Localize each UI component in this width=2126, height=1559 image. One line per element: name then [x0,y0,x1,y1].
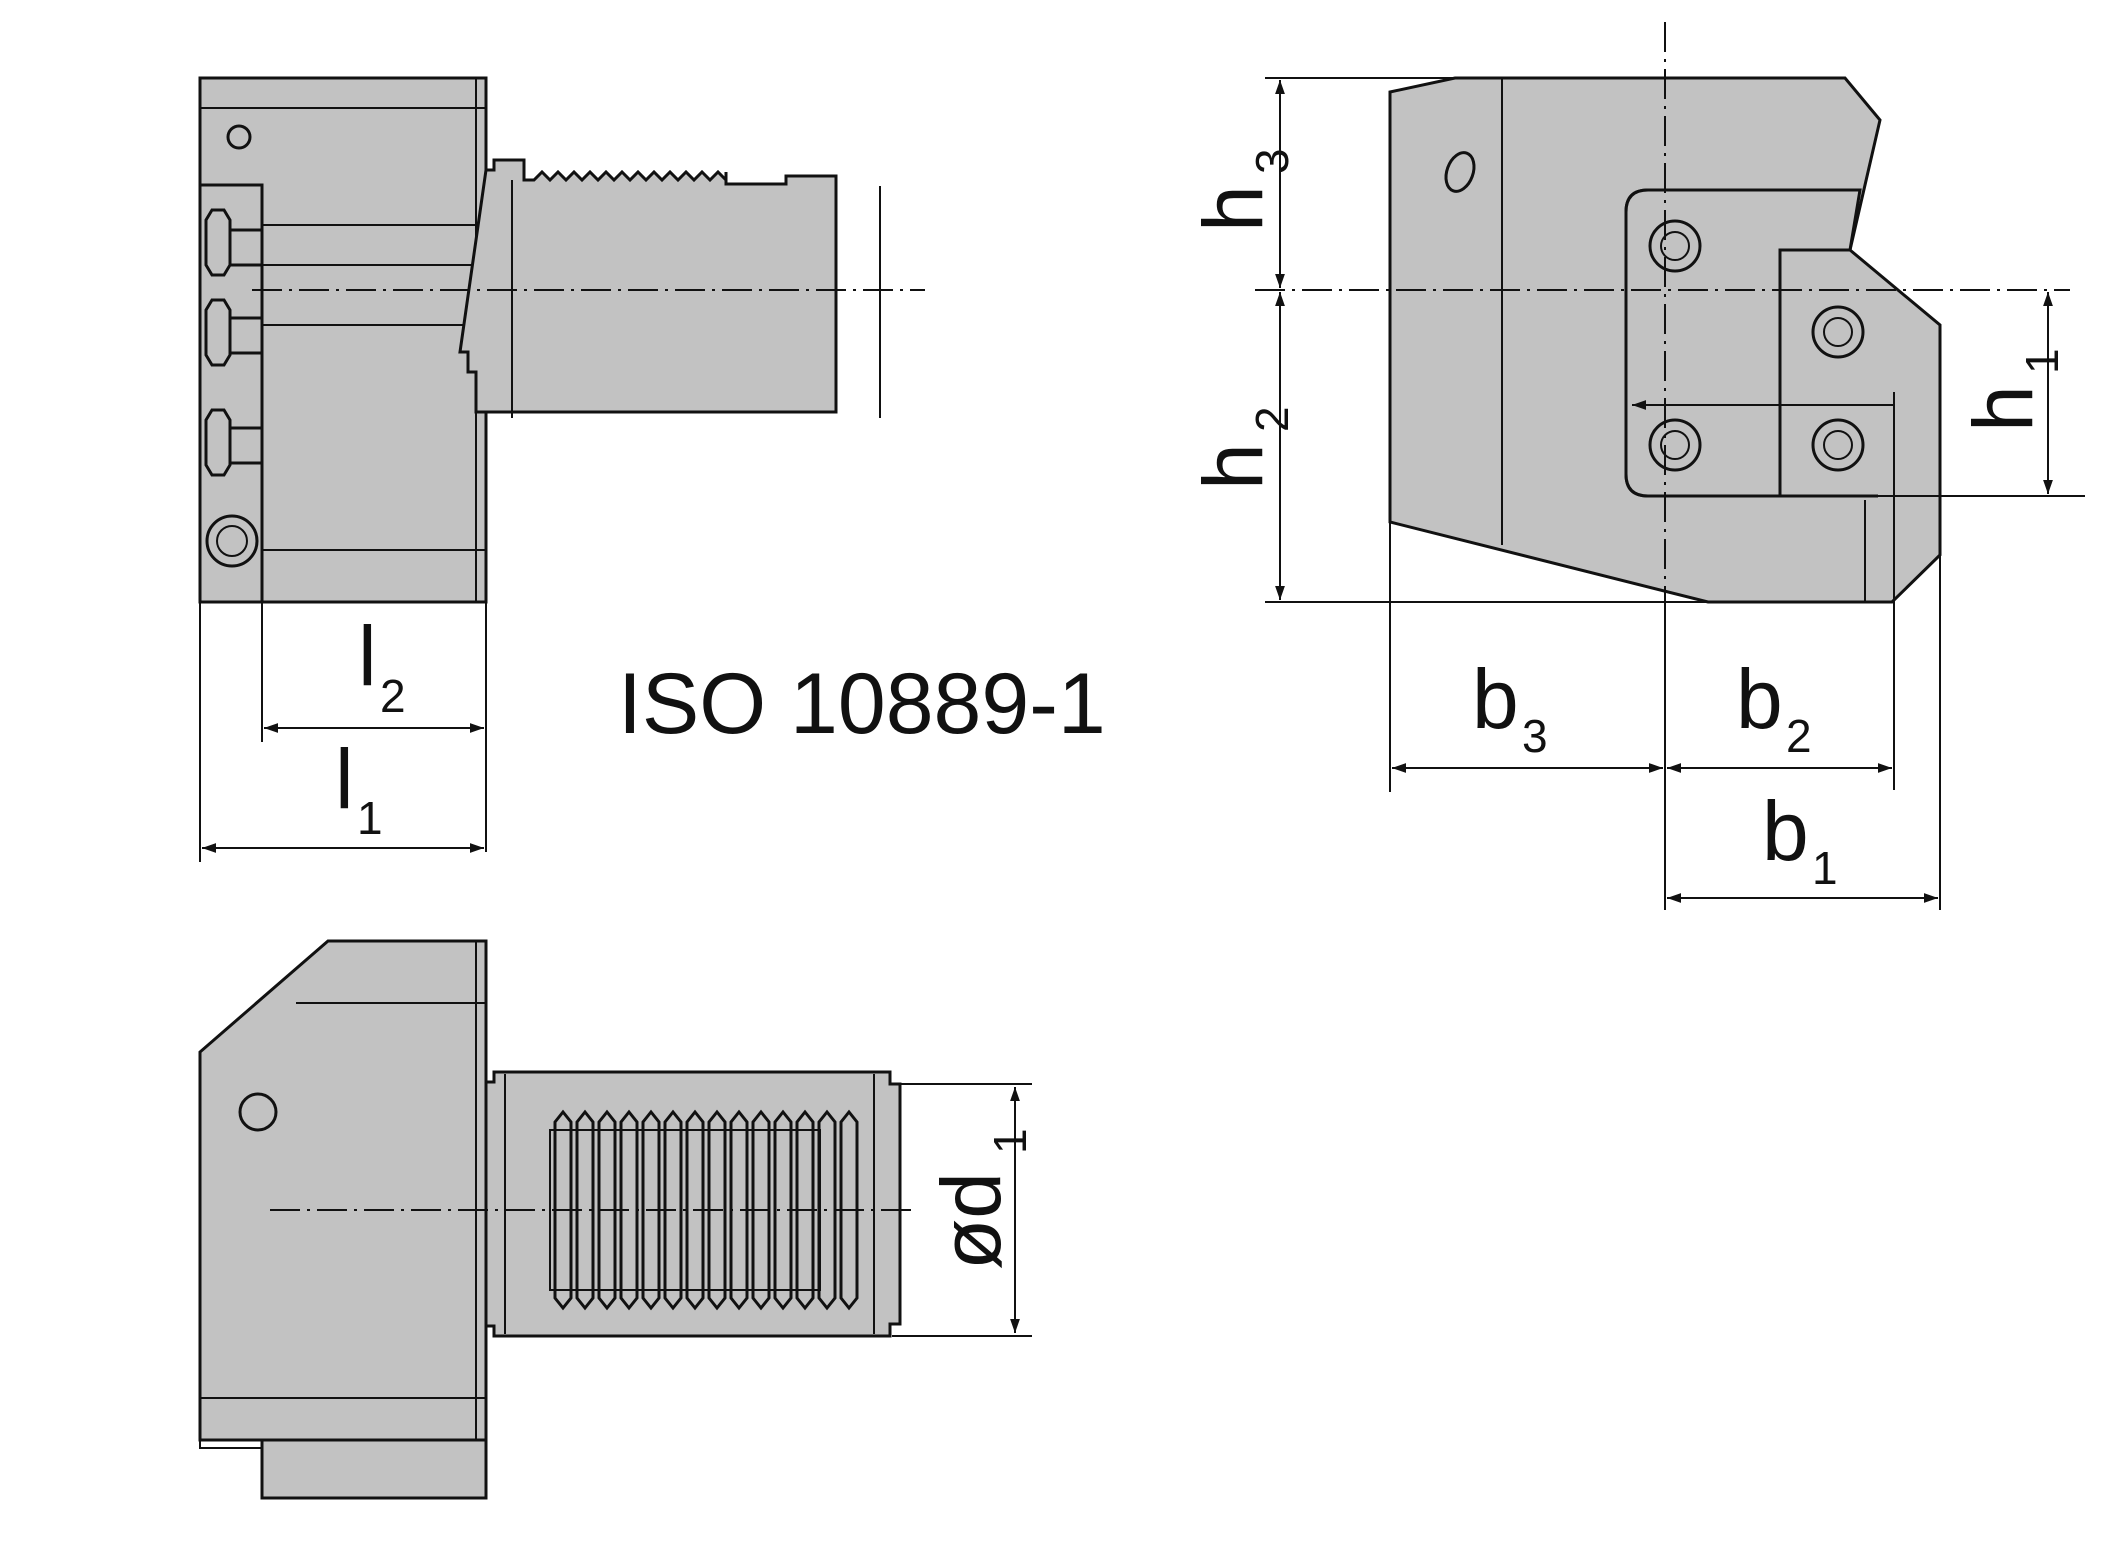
dim-h3: h 3 [1186,77,1455,288]
top-body-block [198,939,488,1442]
dim-h1: h 1 [1855,292,2085,497]
thread-crest [773,1109,793,1311]
top-small-hole [238,1092,278,1132]
thread-crest [575,1109,595,1311]
top-view [198,939,914,1500]
thread-crest [729,1109,749,1311]
dim-l1-main: l [335,732,354,826]
standard-label: ISO 10889-1 [618,656,1106,752]
dim-h2-sub: 2 [1246,406,1298,432]
dim-b3-main: b [1472,652,1519,746]
dim-b1-sub: 1 [1812,842,1838,894]
dim-b2-main: b [1736,652,1783,746]
dim-d1-main: ød [924,1172,1018,1270]
dim-l2: l 2 [261,602,487,852]
dim-b1-main: b [1762,784,1809,878]
front-shank [458,158,838,414]
dim-h1-sub: 1 [2016,348,2068,374]
side-view [1255,22,2070,610]
dim-l2-main: l [358,609,377,703]
dim-d1-sub: 1 [984,1128,1036,1154]
dim-l1: l 1 [199,602,484,862]
dim-b1: b 1 [1664,555,1941,910]
front-view [198,76,925,604]
dim-b3: b 3 [1389,522,1663,792]
side-screws [1648,219,1865,472]
dim-b2-sub: 2 [1786,710,1812,762]
thread-outline [549,1129,821,1291]
dim-h2: h 2 [1186,292,1708,603]
top-clamp-foot [260,1438,488,1500]
dim-h3-main: h [1186,185,1280,232]
front-serrations [204,208,264,477]
dim-b3-sub: 3 [1522,710,1548,762]
dim-h3-sub: 3 [1246,148,1298,174]
dim-h2-main: h [1186,443,1280,490]
dim-b2: b 2 [1667,602,1895,790]
front-small-hole [226,124,252,150]
front-screw-head [205,514,259,568]
dim-l1-sub: 1 [357,792,383,844]
dim-h1-main: h [1956,385,2050,432]
dim-d1: ød 1 [892,1083,1036,1337]
dim-l2-sub: 2 [380,670,406,722]
side-oval-hole [1444,151,1476,193]
